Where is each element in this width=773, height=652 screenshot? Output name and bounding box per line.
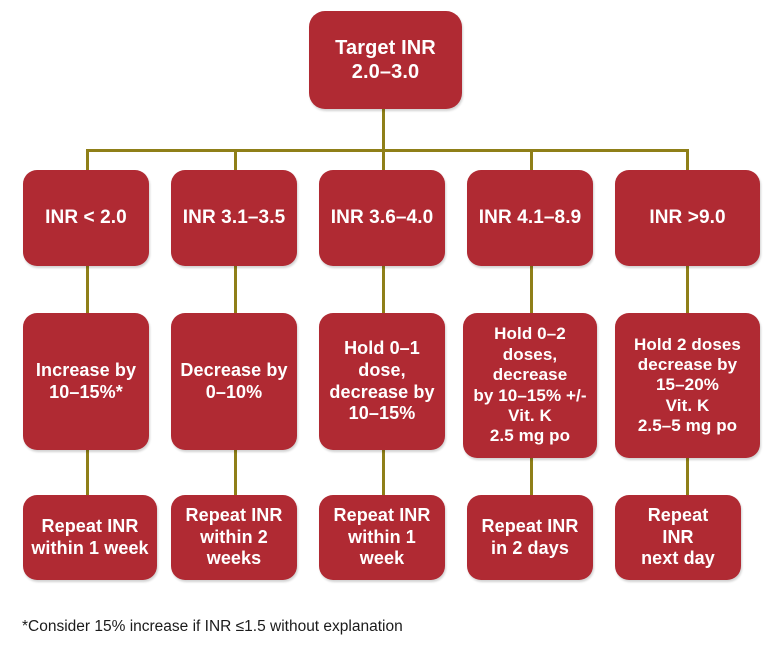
- node-action-5: Hold 2 doses decrease by 15–20% Vit. K 2…: [615, 313, 760, 458]
- connector-bus-drop-5: [686, 149, 689, 175]
- node-followup-2: Repeat INR within 2 weeks: [171, 495, 297, 580]
- connector-action-followup-1: [86, 450, 89, 496]
- connector-range-action-3: [382, 266, 385, 314]
- connector-bus-drop-1: [86, 149, 89, 175]
- node-inr-range-5: INR >9.0: [615, 170, 760, 266]
- node-inr-range-2: INR 3.1–3.5: [171, 170, 297, 266]
- node-action-2: Decrease by 0–10%: [171, 313, 297, 450]
- node-action-4: Hold 0–2 doses, decrease by 10–15% +/- V…: [463, 313, 597, 458]
- node-followup-4: Repeat INR in 2 days: [467, 495, 593, 580]
- node-followup-3: Repeat INR within 1 week: [319, 495, 445, 580]
- node-inr-range-1: INR < 2.0: [23, 170, 149, 266]
- connector-root-stem: [382, 109, 385, 151]
- node-action-3: Hold 0–1 dose, decrease by 10–15%: [319, 313, 445, 450]
- node-inr-range-3: INR 3.6–4.0: [319, 170, 445, 266]
- connector-action-followup-4: [530, 458, 533, 496]
- connector-range-action-5: [686, 266, 689, 314]
- connector-action-followup-5: [686, 458, 689, 496]
- node-followup-5: Repeat INR next day: [615, 495, 741, 580]
- node-inr-range-4: INR 4.1–8.9: [467, 170, 593, 266]
- node-followup-1: Repeat INR within 1 week: [23, 495, 157, 580]
- connector-range-action-1: [86, 266, 89, 314]
- connector-bus-drop-3: [382, 149, 385, 175]
- connector-bus-drop-2: [234, 149, 237, 175]
- footnote: *Consider 15% increase if INR ≤1.5 witho…: [22, 618, 403, 635]
- connector-range-action-2: [234, 266, 237, 314]
- connector-action-followup-2: [234, 450, 237, 496]
- connector-bus: [86, 149, 689, 152]
- connector-range-action-4: [530, 266, 533, 314]
- connector-bus-drop-4: [530, 149, 533, 175]
- node-target-inr: Target INR 2.0–3.0: [309, 11, 462, 109]
- connector-action-followup-3: [382, 450, 385, 496]
- node-action-1: Increase by 10–15%*: [23, 313, 149, 450]
